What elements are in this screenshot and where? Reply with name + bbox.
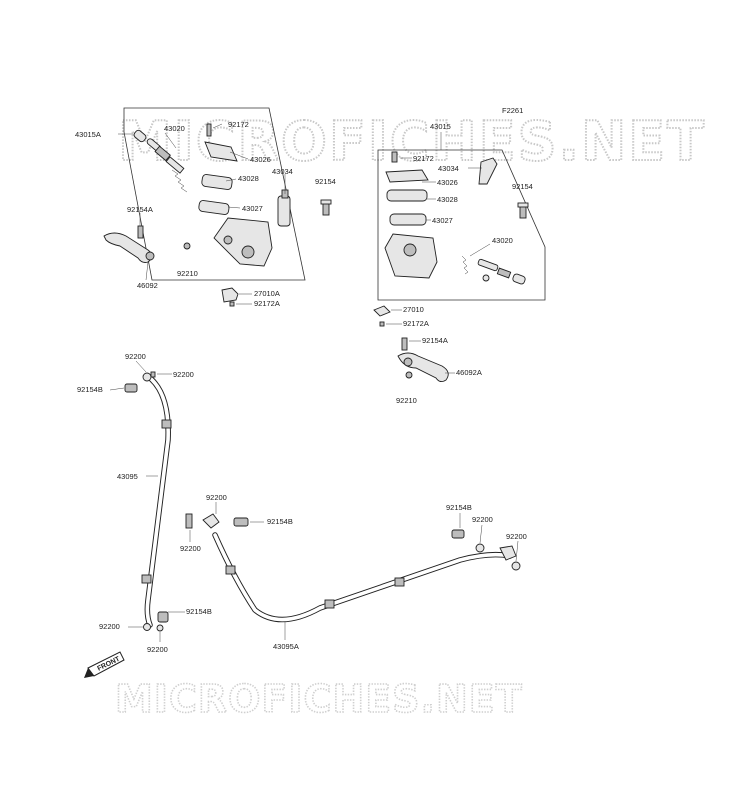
- label-43026-left: 43026: [250, 155, 271, 164]
- label-43034-right: 43034: [438, 164, 459, 173]
- label-43095A: 43095A: [273, 642, 299, 651]
- label-43028-right: 43028: [437, 195, 458, 204]
- label-92154A-left: 92154A: [127, 205, 153, 214]
- front-arrow: FRONT: [84, 651, 125, 678]
- diagram-code: F2261: [502, 106, 523, 115]
- label-92200-a: 92200: [125, 352, 146, 361]
- label-92200-h: 92200: [506, 532, 527, 541]
- label-92200-d: 92200: [147, 645, 168, 654]
- kit-box-left: [123, 107, 306, 281]
- label-92210-left: 92210: [177, 269, 198, 278]
- label-27010: 27010: [403, 305, 424, 314]
- diaphragm-right: [386, 189, 428, 226]
- label-92154B-c: 92154B: [267, 517, 293, 526]
- label-43034-left: 43034: [272, 167, 293, 176]
- label-92200-b: 92200: [173, 370, 194, 379]
- banjo-fitting-right: [478, 157, 498, 185]
- label-92172A-right: 92172A: [403, 319, 429, 328]
- label-43027-right: 43027: [432, 216, 453, 225]
- master-cylinder-body-right: [384, 233, 438, 279]
- nut-92210-left: [183, 242, 191, 250]
- label-43095: 43095: [117, 472, 138, 481]
- label-43015: 43015: [430, 122, 451, 131]
- banjo-bolt-left-bottom: [143, 611, 169, 632]
- piston-kit-left: [133, 129, 188, 193]
- label-46092: 46092: [137, 281, 158, 290]
- banjo-fitting-left: [277, 189, 291, 227]
- label-43015A: 43015A: [75, 130, 101, 139]
- label-92200-f: 92200: [180, 544, 201, 553]
- brake-hose-43095: [141, 375, 172, 628]
- master-cylinder-body-left: [213, 217, 273, 267]
- label-43027-left: 43027: [242, 204, 263, 213]
- fittings-right-hose-bottom: [451, 529, 521, 571]
- label-92200-e: 92200: [206, 493, 227, 502]
- label-92172-left: 92172: [228, 120, 249, 129]
- diaphragm-left: [198, 174, 233, 215]
- nut-92210-right: [405, 371, 413, 379]
- label-43020-left: 43020: [164, 124, 185, 133]
- banjo-bolt-left-top: [124, 371, 156, 393]
- label-92154B-a: 92154B: [77, 385, 103, 394]
- label-92172A-left: 92172A: [254, 299, 280, 308]
- piston-kit-right: [461, 255, 526, 285]
- label-92210-right: 92210: [396, 396, 417, 405]
- label-92154A-right: 92154A: [422, 336, 448, 345]
- label-92200-c: 92200: [99, 622, 120, 631]
- label-92154-left: 92154: [315, 177, 336, 186]
- reservoir-cap-left: [204, 123, 238, 162]
- label-92154B-d: 92154B: [446, 503, 472, 512]
- brake-lever-right: [397, 337, 449, 383]
- watermark-bottom: MICROFICHES.NET: [115, 677, 523, 721]
- kit-box-right: [377, 149, 546, 301]
- label-27010A: 27010A: [254, 289, 280, 298]
- label-46092A: 46092A: [456, 368, 482, 377]
- cover-27010: [373, 305, 391, 327]
- label-92172-right: 92172: [413, 154, 434, 163]
- brake-hose-43095A: [212, 532, 513, 623]
- label-43028-left: 43028: [238, 174, 259, 183]
- reservoir-cap-right: [385, 151, 429, 183]
- label-92154B-b: 92154B: [186, 607, 212, 616]
- label-43020-right: 43020: [492, 236, 513, 245]
- label-43026-right: 43026: [437, 178, 458, 187]
- fittings-right-hose-top: [185, 513, 249, 529]
- bolt-92154-right: [517, 202, 529, 219]
- label-92200-g: 92200: [472, 515, 493, 524]
- label-92154-right: 92154: [512, 182, 533, 191]
- bolt-92154-left: [320, 199, 332, 216]
- watermark-top: MICROFICHES.NET: [118, 110, 706, 173]
- brake-lever-left: [103, 225, 155, 263]
- cover-27010A: [221, 287, 239, 307]
